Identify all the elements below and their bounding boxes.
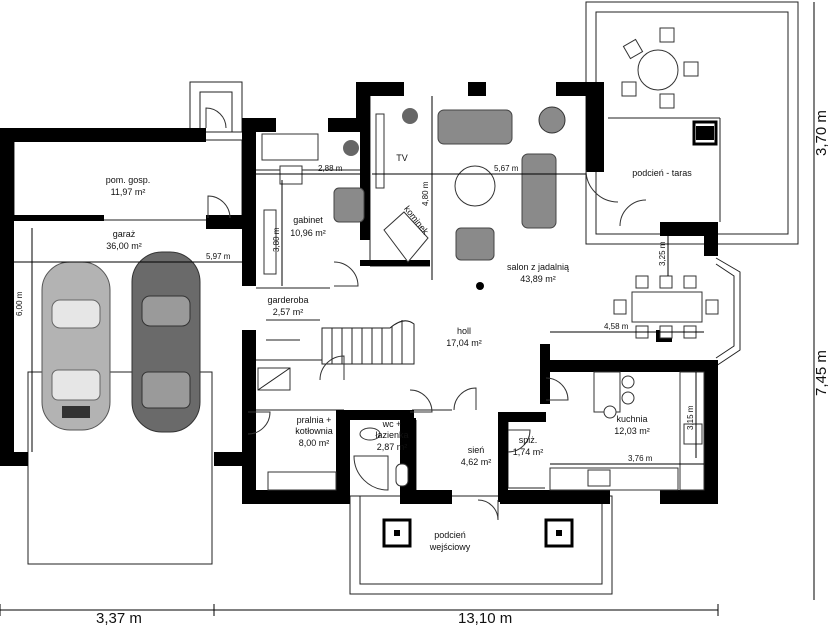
bathroom-fixtures — [353, 427, 409, 491]
armchair — [333, 187, 495, 261]
driveway-outline — [27, 81, 243, 565]
room-kuchnia-name: kuchnia — [616, 414, 647, 424]
tv-unit — [375, 113, 385, 189]
room-pralnia-name2: kotłownia — [295, 426, 333, 436]
room-garaz-area: 36,00 m² — [106, 241, 142, 251]
staircase — [266, 319, 415, 365]
dim-bottom-right: 13,10 m — [458, 610, 512, 627]
porch-outline — [349, 495, 613, 595]
laundry-fixtures — [257, 367, 337, 491]
room-sien-name: sień — [468, 445, 485, 455]
marker-dot — [476, 282, 484, 290]
room-kuchnia-area: 12,03 m² — [614, 426, 650, 436]
room-wc-area: 2,87 m² — [377, 442, 408, 452]
room-garderoba-name: garderoba — [267, 295, 308, 305]
porch-pillars — [382, 126, 714, 548]
dim-right-bottom: 7,45 m — [813, 350, 829, 396]
room-podcien-wejsciowy-name1: podcień — [434, 530, 466, 540]
doors — [205, 107, 647, 521]
bay-window — [715, 257, 741, 367]
dim-4-80: 4,80 m — [421, 181, 430, 206]
dim-5-67: 5,67 m — [494, 164, 519, 173]
room-holl-area: 17,04 m² — [446, 338, 482, 348]
desk — [261, 133, 319, 275]
tv-label: TV — [396, 153, 408, 163]
sofa-top — [437, 109, 513, 145]
room-spiz-name: spiż. — [519, 435, 538, 445]
plant — [343, 106, 566, 156]
room-holl-name: holl — [457, 326, 471, 336]
room-wc-name1: wc + — [382, 419, 402, 429]
sofa-side — [521, 153, 557, 229]
room-salon-area: 43,89 m² — [520, 274, 556, 284]
dim-2-88: 2,88 m — [318, 164, 343, 173]
room-pralnia-area: 8,00 m² — [299, 438, 330, 448]
coffee-table — [454, 165, 496, 207]
dim-3-25: 3,25 m — [658, 241, 667, 266]
room-garderoba-area: 2,57 m² — [273, 307, 304, 317]
room-gabinet-name: gabinet — [293, 215, 323, 225]
bay-window-inner — [715, 263, 735, 359]
room-pralnia-name1: pralnia + — [297, 415, 332, 425]
room-garaz-name: garaż — [113, 229, 136, 239]
fireplace — [383, 211, 429, 263]
room-gabinet-area: 10,96 m² — [290, 228, 326, 238]
room-spiz-area: 1,74 m² — [513, 447, 544, 457]
kitchen-units — [549, 371, 705, 491]
car-dark — [131, 251, 201, 433]
dim-4-58: 4,58 m — [604, 322, 629, 331]
dim-5-97: 5,97 m — [206, 252, 231, 261]
dining-table — [613, 275, 719, 339]
room-sien-area: 4,62 m² — [461, 457, 492, 467]
dimension-lines — [0, 2, 815, 616]
dim-right-top: 3,70 m — [813, 110, 829, 156]
dim-3-80: 3,80 m — [272, 227, 281, 252]
room-pom-gosp-area: 11,97 m² — [111, 187, 146, 197]
dim-bottom-left: 3,37 m — [96, 610, 142, 627]
room-podcien-wejsciowy-name2: wejściowy — [429, 542, 471, 552]
room-pom-gosp-name: pom. gosp. — [106, 175, 151, 185]
dim-3-15: 3,15 m — [686, 405, 695, 430]
terrace-outline — [585, 1, 799, 245]
room-salon-name: salon z jadalnią — [507, 262, 569, 272]
room-wc-name2: łazienka — [375, 430, 408, 440]
car-light — [41, 261, 111, 431]
room-podcien-taras-name: podcień - taras — [632, 168, 692, 178]
dim-6-00: 6,00 m — [15, 291, 24, 316]
dim-3-76: 3,76 m — [628, 454, 653, 463]
